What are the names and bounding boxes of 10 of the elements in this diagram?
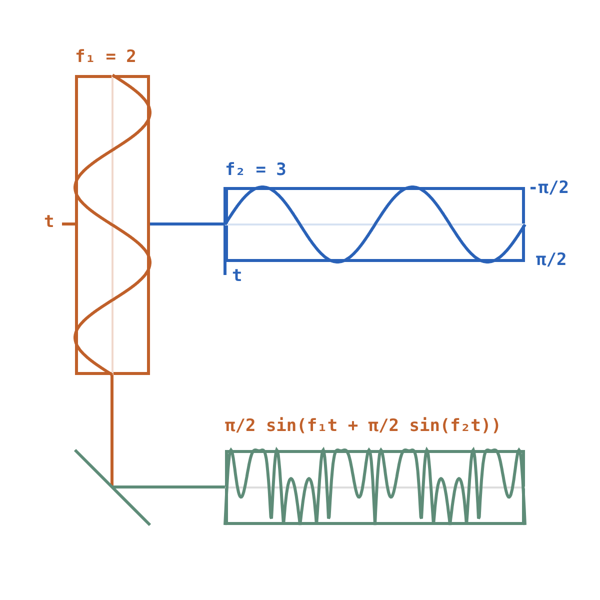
axis-label: t	[232, 266, 242, 286]
connector-line	[150, 222, 225, 226]
range-label: -π/2	[528, 178, 569, 198]
axis-label: t	[44, 212, 54, 232]
range-label: π/2	[536, 250, 567, 270]
formula-label: f₂ = 3	[225, 160, 286, 180]
formula-label: f₁ = 2	[75, 47, 136, 67]
formula-label: π/2 sin(f₁t + π/2 sin(f₂t))	[225, 416, 502, 436]
connector-line	[110, 375, 114, 487]
connector-line	[112, 486, 225, 488]
